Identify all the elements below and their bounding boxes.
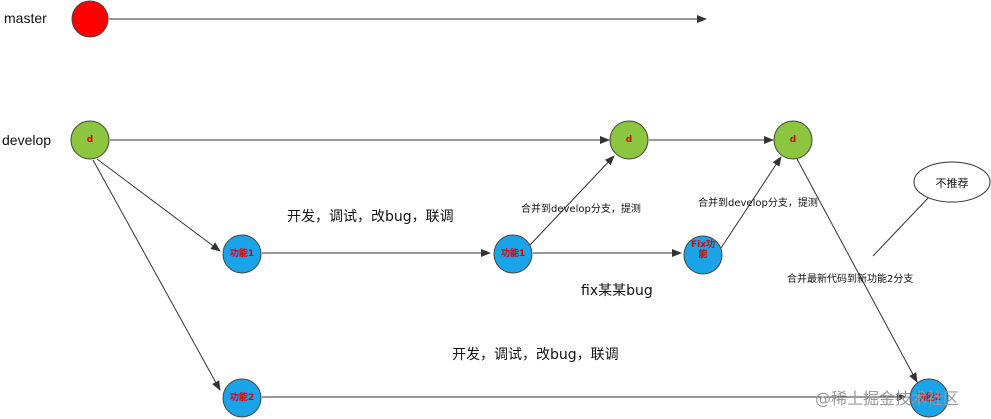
merge-feature1-line <box>529 155 615 246</box>
feature2-start-label: 功能2 <box>229 393 255 403</box>
callout-pointer-line <box>872 195 931 257</box>
callout-bubble <box>913 161 991 203</box>
feature1-end-node <box>493 234 533 274</box>
develop-node-3-label: d <box>789 135 797 145</box>
dev-task-annotation-2: 开发，调试，改bug，联调 <box>452 347 619 363</box>
master-node <box>71 0 109 38</box>
branch-to-feature2 <box>92 159 221 391</box>
merge-test-annotation-2: 合并到develop分支，提测 <box>698 198 818 209</box>
fix-feature-node <box>683 235 723 275</box>
branch-to-feature1 <box>96 158 221 252</box>
merge-latest-annotation: 合并最新代码到新功能2分支 <box>787 274 914 285</box>
develop-node-2-label: d <box>625 135 633 145</box>
develop-node-1-label: d <box>86 135 94 145</box>
feature1-start-node <box>222 234 262 274</box>
feature2-start-node <box>222 378 262 418</box>
merge-test-annotation-1: 合并到develop分支，提测 <box>521 204 641 215</box>
feature1-end-label: 功能1 <box>500 249 526 259</box>
develop-node-1 <box>70 120 110 160</box>
develop-node-3 <box>773 120 813 160</box>
feature2-end-node <box>909 378 949 418</box>
watermark-text: @稀土掘金技术社区 <box>815 389 960 408</box>
merge-latest-line <box>796 158 918 383</box>
master-branch-label: master <box>4 10 47 26</box>
merge-fix-line <box>720 156 782 249</box>
dev-task-annotation-1: 开发，调试，改bug，联调 <box>287 209 454 225</box>
fix-bug-annotation: fix某某bug <box>581 283 653 299</box>
fix-feature-label: Fix功能 <box>690 240 716 260</box>
not-recommended-text: 不推荐 <box>935 177 969 190</box>
develop-node-2 <box>609 120 649 160</box>
develop-branch-label: develop <box>2 132 52 148</box>
feature1-start-label: 功能1 <box>229 249 255 259</box>
feature2-end-label: 功能2 <box>916 393 942 403</box>
